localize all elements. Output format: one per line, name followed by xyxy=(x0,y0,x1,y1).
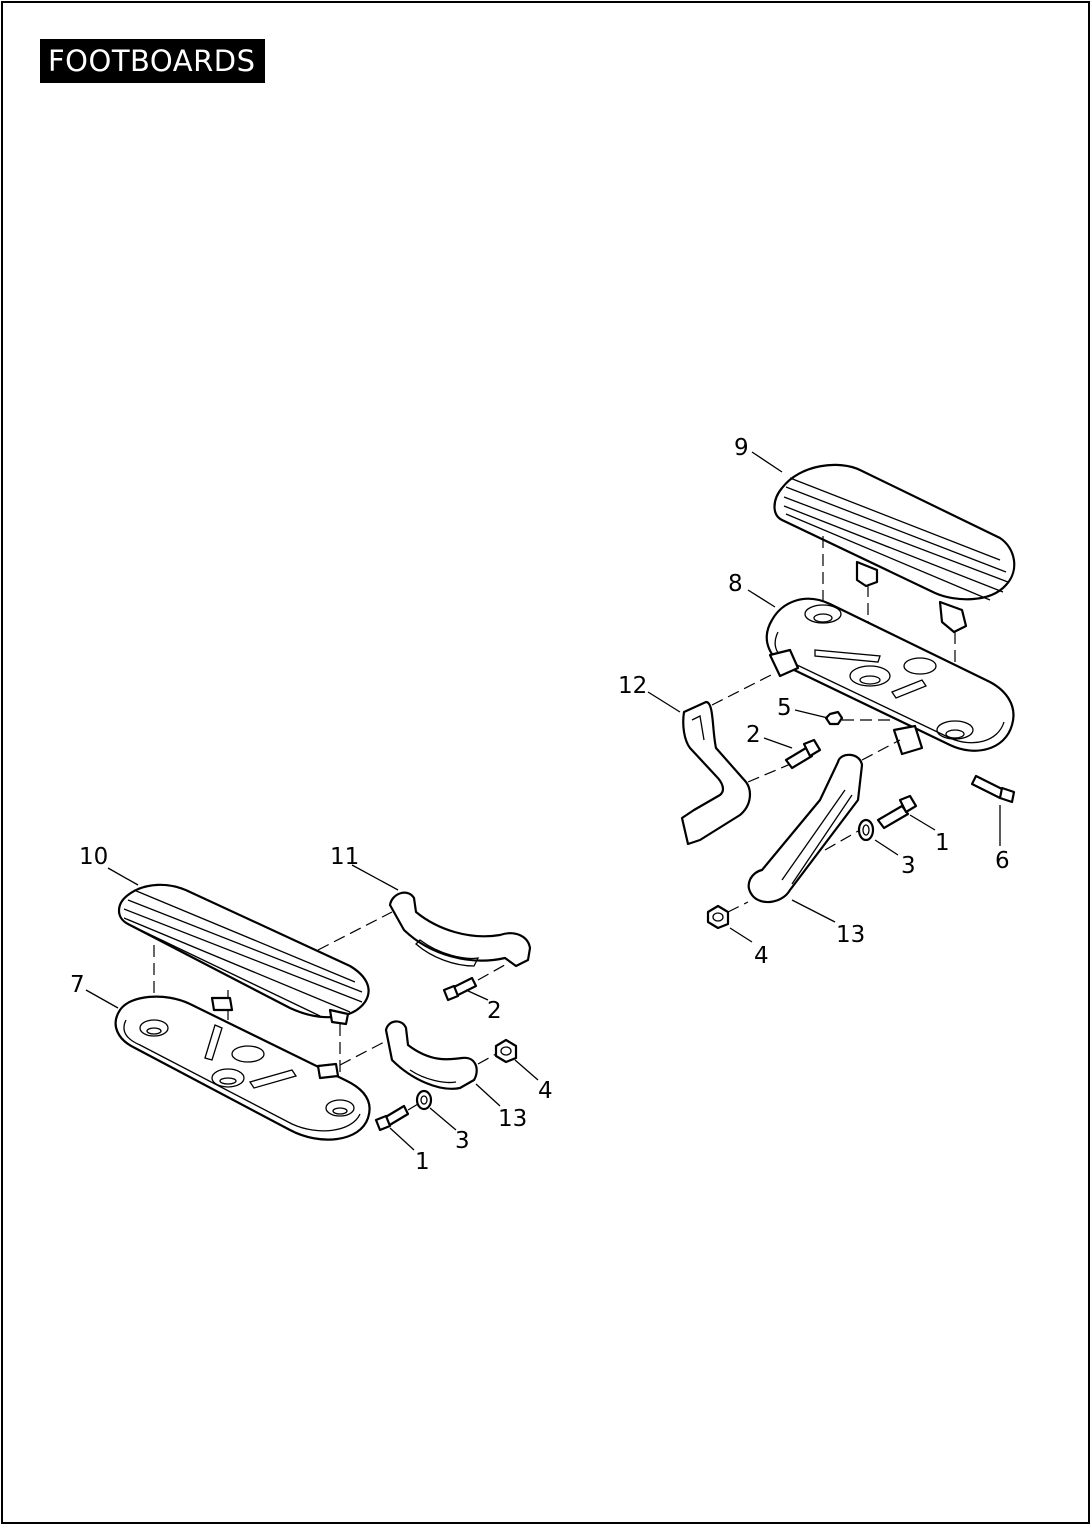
part-13-bracket-right xyxy=(747,739,901,904)
callout-5: 5 xyxy=(777,695,792,721)
left-footboard-assembly: 10 11 7 2 4 13 3 1 xyxy=(70,844,553,1175)
callout-4-right: 4 xyxy=(754,943,769,969)
part-4-nut-left xyxy=(477,1038,518,1065)
callout-13-right: 13 xyxy=(836,922,865,948)
part-2-bolt-left xyxy=(442,976,478,1002)
part-6-bolt xyxy=(970,774,1016,804)
right-footboard-assembly: 9 8 12 5 2 1 3 6 13 4 xyxy=(618,435,1016,969)
part-2-bolt-right xyxy=(784,738,822,770)
part-1-bolt-right xyxy=(876,794,918,830)
callout-9: 9 xyxy=(734,435,749,461)
part-1-bolt-left xyxy=(374,1103,419,1132)
part-5-nut xyxy=(824,710,890,726)
callout-6: 6 xyxy=(995,848,1010,874)
part-12-bracket xyxy=(680,672,801,846)
part-11-bracket xyxy=(317,891,532,981)
callout-2-left: 2 xyxy=(487,998,502,1024)
callout-12: 12 xyxy=(618,673,647,699)
callout-2-right: 2 xyxy=(746,722,761,748)
callout-1-left: 1 xyxy=(415,1149,430,1175)
part-8-footboard-base xyxy=(765,597,1015,756)
callout-3-left: 3 xyxy=(455,1128,470,1154)
part-9-footboard-pad xyxy=(773,463,1016,735)
callout-3-right: 3 xyxy=(901,853,916,879)
page-title: FOOTBOARDS xyxy=(40,39,266,83)
callout-1-right: 1 xyxy=(935,830,950,856)
callout-4-left: 4 xyxy=(538,1078,553,1104)
callout-13-left: 13 xyxy=(498,1106,527,1132)
callout-10: 10 xyxy=(79,844,108,870)
part-10-footboard-pad xyxy=(117,883,370,1105)
part-4-nut-right xyxy=(706,901,749,930)
callout-7: 7 xyxy=(70,972,85,998)
part-3-washer-right xyxy=(857,818,875,842)
callout-11: 11 xyxy=(330,844,359,870)
part-13-bracket-left xyxy=(339,1020,478,1090)
part-7-footboard-base xyxy=(114,995,371,1141)
part-3-washer-left xyxy=(415,1089,433,1111)
callout-8: 8 xyxy=(728,571,743,597)
